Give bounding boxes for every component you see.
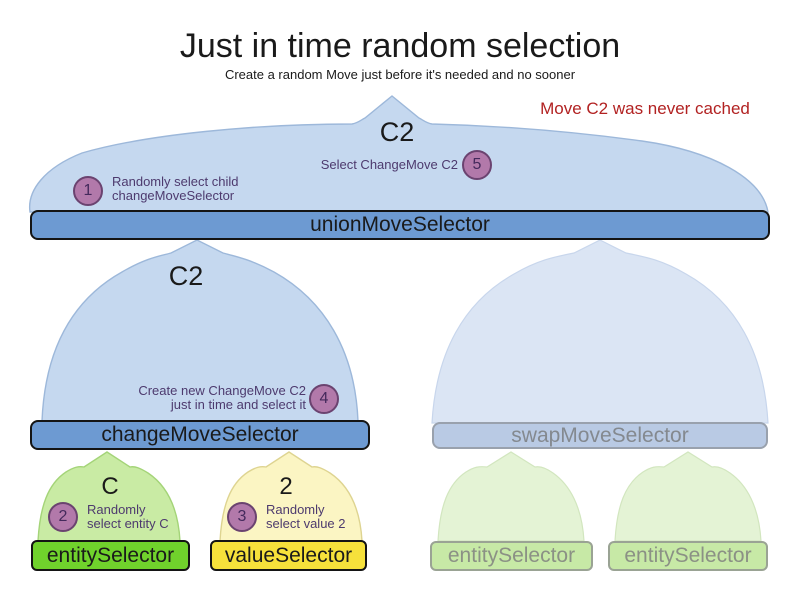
union-move-label: C2 <box>379 117 415 147</box>
union-move-selector-label: unionMoveSelector <box>310 213 490 236</box>
entity-selector-bar: entitySelector <box>31 540 190 571</box>
entity-selector-faded-right-bar: entitySelector <box>608 541 768 571</box>
page-subtitle: Create a random Move just before it's ne… <box>224 67 576 82</box>
step-4-number: 4 <box>319 390 329 407</box>
step-2-annotation: Randomly select entity C <box>87 502 169 531</box>
union-move-selector-bar: unionMoveSelector <box>30 210 770 240</box>
step-1-number: 1 <box>83 182 93 199</box>
step-3-number: 3 <box>237 508 247 525</box>
entity-value-label: C <box>101 473 119 500</box>
step-4-circle: 4 <box>309 384 339 414</box>
swap-move-selector-label: swapMoveSelector <box>511 423 689 447</box>
step-5-number: 5 <box>472 156 482 173</box>
step-4-annotation: Create new ChangeMove C2 just in time an… <box>138 383 306 412</box>
step-5-circle: 5 <box>462 150 492 180</box>
change-move-selector-bar: changeMoveSelector <box>30 420 370 450</box>
entity-selector-faded-left-bar: entitySelector <box>430 541 593 571</box>
never-cached-note: Move C2 was never cached <box>540 99 750 118</box>
change-cache-dome-arrow <box>41 239 359 422</box>
entity-faded-left-dome-arrow <box>437 451 585 542</box>
union-cache-dome-arrow <box>29 95 769 213</box>
step-5-annotation: Select ChangeMove C2 <box>320 157 458 172</box>
step-1-annotation: Randomly select child changeMoveSelector <box>112 174 239 203</box>
step-1-circle: 1 <box>73 176 103 206</box>
entity-selector-label: entitySelector <box>46 543 175 567</box>
step-2-number: 2 <box>58 508 68 525</box>
swap-move-selector-bar: swapMoveSelector <box>432 422 768 449</box>
value-selector-label: valueSelector <box>224 543 353 567</box>
value-value-label: 2 <box>279 473 293 500</box>
change-move-selector-label: changeMoveSelector <box>101 423 299 446</box>
page-title: Just in time random selection <box>179 27 621 65</box>
entity-selector-faded-left-label: entitySelector <box>447 544 576 567</box>
change-move-label: C2 <box>168 261 204 291</box>
swap-dome-arrow-faded <box>431 239 769 424</box>
step-2-circle: 2 <box>48 502 78 532</box>
entity-selector-faded-right-label: entitySelector <box>624 544 752 567</box>
step-3-annotation: Randomly select value 2 <box>266 502 346 531</box>
entity-faded-right-dome-arrow <box>614 451 762 542</box>
value-selector-bar: valueSelector <box>210 540 367 571</box>
step-3-circle: 3 <box>227 502 257 532</box>
